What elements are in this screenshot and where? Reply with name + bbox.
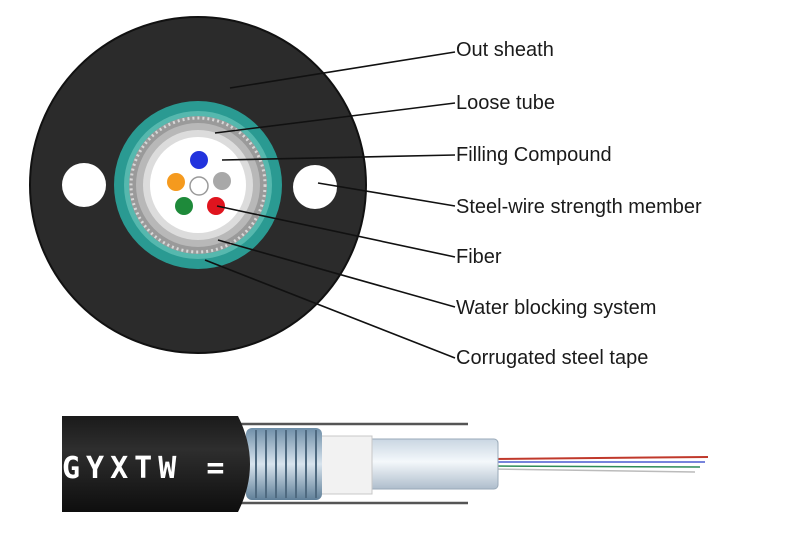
- fiber-line-white: [489, 468, 696, 473]
- label-steel-wire-strength-member: Steel-wire strength member: [456, 196, 702, 218]
- label-water-blocking-system: Water blocking system: [456, 297, 657, 319]
- cable-sheath: [62, 416, 250, 512]
- leader-fiber: [216, 205, 456, 258]
- cable-side-view: GYXTW =: [62, 416, 709, 512]
- filling-section: [317, 435, 373, 495]
- steel-tape-dots: [129, 116, 267, 254]
- corrugated-tape-body: [246, 428, 322, 500]
- fiber-line-red: [489, 456, 709, 460]
- leader-corrugated-tape: [204, 259, 456, 359]
- label-out-sheath: Out sheath: [456, 39, 554, 61]
- leader-filling-compound: [221, 154, 456, 161]
- fiber-line-green: [489, 465, 701, 468]
- label-loose-tube: Loose tube: [456, 92, 555, 114]
- fiber-red: [207, 197, 225, 215]
- leader-lines: [204, 51, 456, 359]
- fiber-orange: [167, 173, 185, 191]
- fiber-blue: [190, 151, 208, 169]
- label-filling-compound: Filling Compound: [456, 144, 612, 166]
- cross-section: [29, 16, 367, 354]
- leader-steel-wire: [317, 182, 456, 207]
- cable-marking: GYXTW =: [62, 451, 230, 486]
- fiber-gray: [213, 172, 231, 190]
- label-corrugated-steel-tape: Corrugated steel tape: [456, 347, 649, 369]
- label-fiber: Fiber: [456, 246, 502, 268]
- corrugation-ridges: [255, 430, 317, 498]
- loose-tube-body: [365, 438, 499, 490]
- left-strength-member: [62, 163, 106, 207]
- leader-water-blocking: [217, 239, 456, 308]
- fiber-white: [189, 176, 209, 196]
- leader-out-sheath: [229, 51, 456, 89]
- fiber-green: [175, 197, 193, 215]
- right-strength-member: [293, 165, 337, 209]
- leader-loose-tube: [214, 102, 456, 134]
